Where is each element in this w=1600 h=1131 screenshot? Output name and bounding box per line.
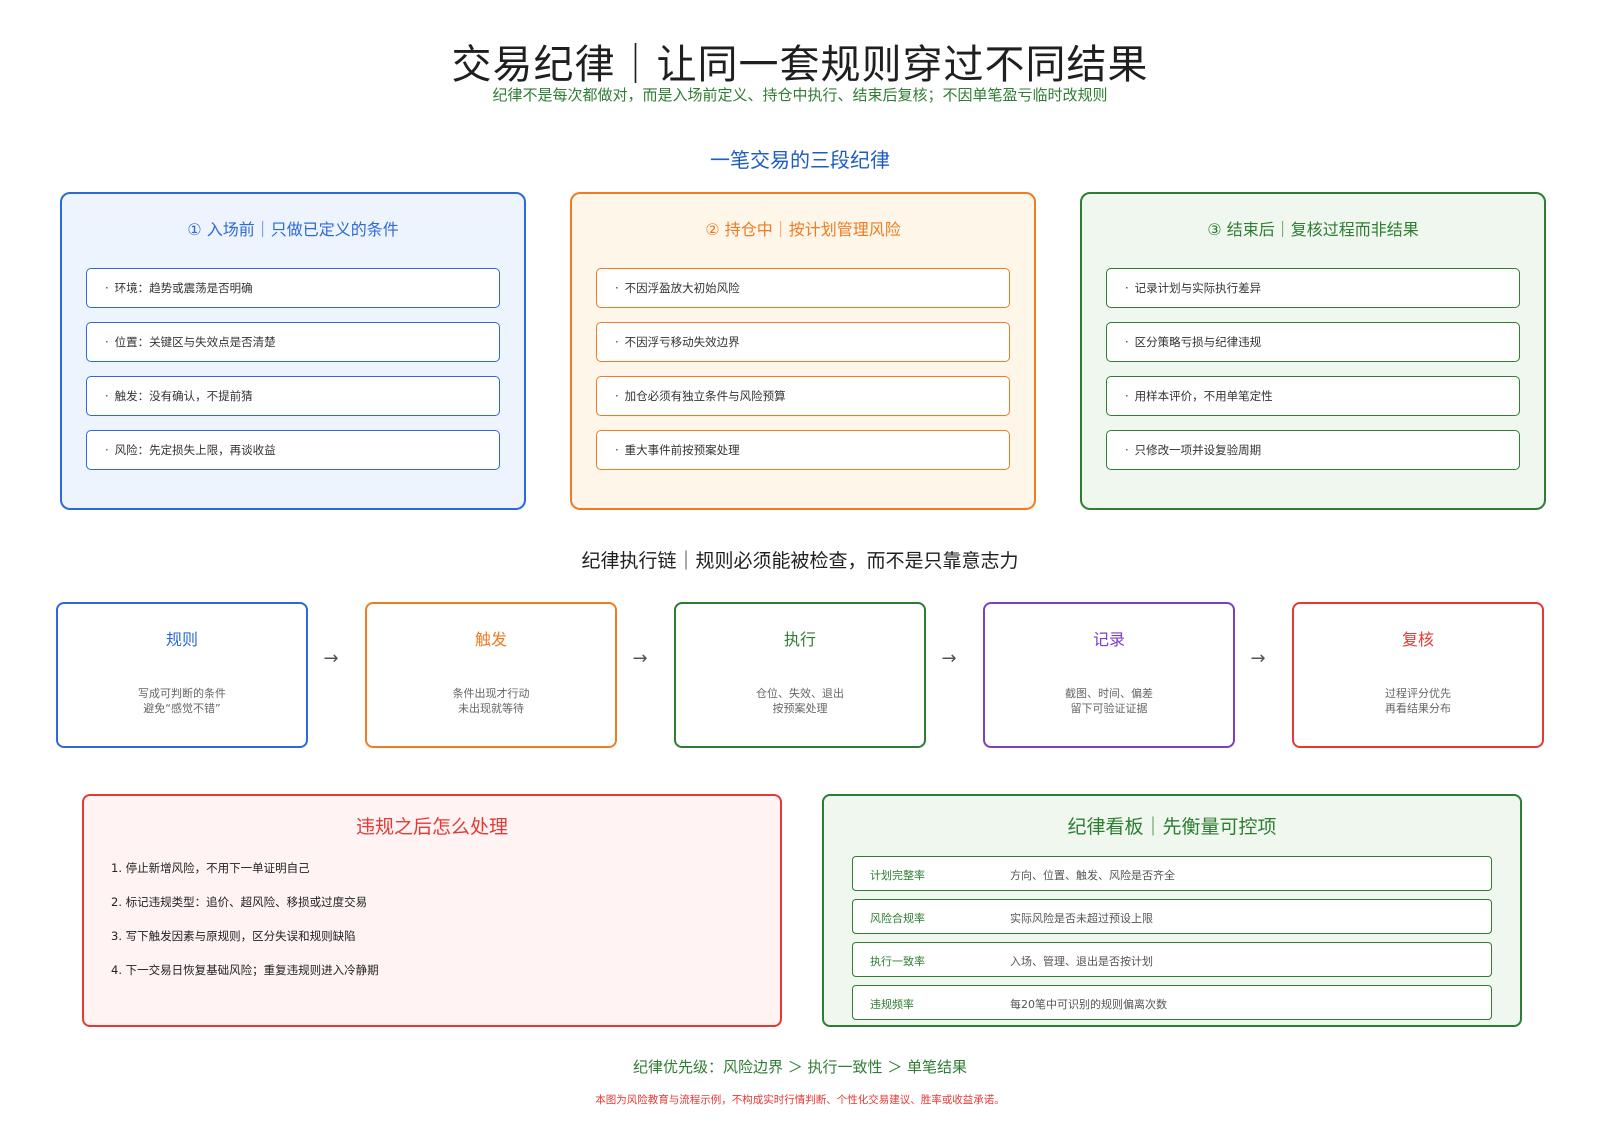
- arrow-right-icon: →: [1250, 648, 1266, 669]
- stage-item-text: 不因浮亏移动失效边界: [624, 335, 740, 349]
- board-metric: 执行一致率: [870, 955, 925, 968]
- stage-item: · 位置：关键区与失效点是否清楚: [86, 322, 500, 362]
- disclaimer: 本图为风险教育与流程示例，不构成实时行情判断、个性化交易建议、胜率或收益承诺。: [595, 1094, 1005, 1106]
- stage-title: ② 持仓中｜按计划管理风险: [705, 220, 901, 239]
- page-subtitle: 纪律不是每次都做对，而是入场前定义、持仓中执行、结束后复核；不因单笔盈亏临时改规…: [492, 86, 1108, 104]
- stage-item-text: 用样本评价，不用单笔定性: [1134, 389, 1273, 403]
- violation-step: 1. 停止新增风险，不用下一单证明自己: [111, 861, 310, 875]
- violation-panel: 违规之后怎么处理 1. 停止新增风险，不用下一单证明自己 2. 标记违规类型：追…: [82, 794, 782, 1027]
- board-desc: 实际风险是否未超过预设上限: [1010, 912, 1153, 925]
- stage-item-text: 重大事件前按预案处理: [624, 443, 740, 457]
- priority-line: 纪律优先级：风险边界 ＞ 执行一致性 ＞ 单笔结果: [632, 1058, 968, 1076]
- stage-title: ① 入场前｜只做已定义的条件: [187, 220, 399, 239]
- stage-title: ③ 结束后｜复核过程而非结果: [1207, 220, 1419, 239]
- chain-step-line: 避免“感觉不错”: [143, 702, 221, 715]
- violation-title: 违规之后怎么处理: [355, 816, 508, 838]
- chain-step-line: 仓位、失效、退出: [756, 687, 844, 700]
- page-title: 交易纪律｜让同一套规则穿过不同结果: [451, 42, 1149, 88]
- chain-step-desc: 条件出现才行动未出现就等待: [367, 686, 615, 716]
- chain-step-line: 再看结果分布: [1385, 702, 1451, 715]
- stage-item: · 不因浮亏移动失效边界: [596, 322, 1010, 362]
- stage-item-text: 位置：关键区与失效点是否清楚: [114, 335, 276, 349]
- violation-step: 2. 标记违规类型：追价、超风险、移损或过度交易: [111, 895, 368, 909]
- stage-item: · 风险：先定损失上限，再谈收益: [86, 430, 500, 470]
- chain-step-line: 按预案处理: [772, 702, 828, 715]
- chain-step-desc: 过程评分优先再看结果分布: [1294, 686, 1542, 716]
- bullet-icon: ·: [615, 335, 619, 349]
- stage-item-text: 记录计划与实际执行差异: [1134, 281, 1262, 295]
- bullet-icon: ·: [105, 335, 109, 349]
- bullet-icon: ·: [1125, 335, 1129, 349]
- chain-step-line: 留下可验证证据: [1070, 702, 1148, 715]
- stage-item-text: 加仓必须有独立条件与风险预算: [624, 389, 786, 403]
- bullet-icon: ·: [1125, 443, 1129, 457]
- chain-step-desc: 截图、时间、偏差留下可验证证据: [985, 686, 1233, 716]
- board-desc: 方向、位置、触发、风险是否齐全: [1010, 869, 1175, 882]
- arrow-right-icon: →: [632, 648, 648, 669]
- board-row: 违规频率 每20笔中可识别的规则偏离次数: [852, 985, 1492, 1020]
- board-metric: 计划完整率: [870, 869, 925, 882]
- violation-step: 4. 下一交易日恢复基础风险；重复违规则进入冷静期: [111, 963, 379, 977]
- stage-card-in-position: ② 持仓中｜按计划管理风险 · 不因浮盈放大初始风险 · 不因浮亏移动失效边界 · 加…: [570, 192, 1036, 510]
- board-title: 纪律看板｜先衡量可控项: [1067, 816, 1277, 838]
- bullet-icon: ·: [105, 443, 109, 457]
- board-desc: 入场、管理、退出是否按计划: [1010, 955, 1153, 968]
- board-row: 执行一致率 入场、管理、退出是否按计划: [852, 942, 1492, 977]
- stage-item: · 用样本评价，不用单笔定性: [1106, 376, 1520, 416]
- bullet-icon: ·: [105, 389, 109, 403]
- chain-step-title: 触发: [474, 630, 507, 649]
- chain-step-line: 过程评分优先: [1385, 687, 1451, 700]
- chain-step-line: 条件出现才行动: [452, 687, 530, 700]
- chain-step-review: 复核 过程评分优先再看结果分布: [1292, 602, 1544, 748]
- chain-step-line: 写成可判断的条件: [138, 687, 226, 700]
- chain-step-execute: 执行 仓位、失效、退出按预案处理: [674, 602, 926, 748]
- bullet-icon: ·: [1125, 281, 1129, 295]
- stage-item: · 只修改一项并设复验周期: [1106, 430, 1520, 470]
- bullet-icon: ·: [105, 281, 109, 295]
- arrow-right-icon: →: [941, 648, 957, 669]
- chain-step-line: 未出现就等待: [458, 702, 524, 715]
- stage-item: · 加仓必须有独立条件与风险预算: [596, 376, 1010, 416]
- stages-heading: 一笔交易的三段纪律: [710, 148, 890, 172]
- stage-item-text: 不因浮盈放大初始风险: [624, 281, 740, 295]
- stage-item: · 不因浮盈放大初始风险: [596, 268, 1010, 308]
- chain-step-desc: 写成可判断的条件避免“感觉不错”: [58, 686, 306, 716]
- chain-step-rule: 规则 写成可判断的条件避免“感觉不错”: [56, 602, 308, 748]
- stage-card-before-entry: ① 入场前｜只做已定义的条件 · 环境：趋势或震荡是否明确 · 位置：关键区与失效点…: [60, 192, 526, 510]
- bullet-icon: ·: [615, 443, 619, 457]
- stage-item-text: 触发：没有确认，不提前猜: [114, 389, 253, 403]
- bullet-icon: ·: [615, 389, 619, 403]
- stage-item-text: 风险：先定损失上限，再谈收益: [114, 443, 276, 457]
- chain-step-title: 复核: [1401, 630, 1434, 649]
- stage-item-text: 环境：趋势或震荡是否明确: [114, 281, 253, 295]
- board-row: 风险合规率 实际风险是否未超过预设上限: [852, 899, 1492, 934]
- board-metric: 违规频率: [870, 998, 914, 1011]
- bullet-icon: ·: [1125, 389, 1129, 403]
- stage-item: · 记录计划与实际执行差异: [1106, 268, 1520, 308]
- board-metric: 风险合规率: [870, 912, 925, 925]
- stage-item-text: 区分策略亏损与纪律违规: [1134, 335, 1262, 349]
- stage-item-text: 只修改一项并设复验周期: [1134, 443, 1262, 457]
- board-row: 计划完整率 方向、位置、触发、风险是否齐全: [852, 856, 1492, 891]
- stage-card-after-exit: ③ 结束后｜复核过程而非结果 · 记录计划与实际执行差异 · 区分策略亏损与纪律违规…: [1080, 192, 1546, 510]
- chain-step-title: 记录: [1092, 630, 1125, 649]
- chain-step-trigger: 触发 条件出现才行动未出现就等待: [365, 602, 617, 748]
- arrow-right-icon: →: [323, 648, 339, 669]
- bullet-icon: ·: [615, 281, 619, 295]
- violation-step: 3. 写下触发因素与原规则，区分失误和规则缺陷: [111, 929, 356, 943]
- chain-step-record: 记录 截图、时间、偏差留下可验证证据: [983, 602, 1235, 748]
- board-desc: 每20笔中可识别的规则偏离次数: [1010, 998, 1167, 1011]
- chain-step-title: 执行: [783, 630, 816, 649]
- stage-item: · 环境：趋势或震荡是否明确: [86, 268, 500, 308]
- stage-item: · 触发：没有确认，不提前猜: [86, 376, 500, 416]
- stage-item: · 重大事件前按预案处理: [596, 430, 1010, 470]
- chain-step-line: 截图、时间、偏差: [1065, 687, 1153, 700]
- chain-heading: 纪律执行链｜规则必须能被检查，而不是只靠意志力: [581, 550, 1019, 572]
- chain-step-desc: 仓位、失效、退出按预案处理: [676, 686, 924, 716]
- chain-step-title: 规则: [165, 630, 198, 649]
- stage-item: · 区分策略亏损与纪律违规: [1106, 322, 1520, 362]
- discipline-board: 纪律看板｜先衡量可控项 计划完整率 方向、位置、触发、风险是否齐全 风险合规率 …: [822, 794, 1522, 1027]
